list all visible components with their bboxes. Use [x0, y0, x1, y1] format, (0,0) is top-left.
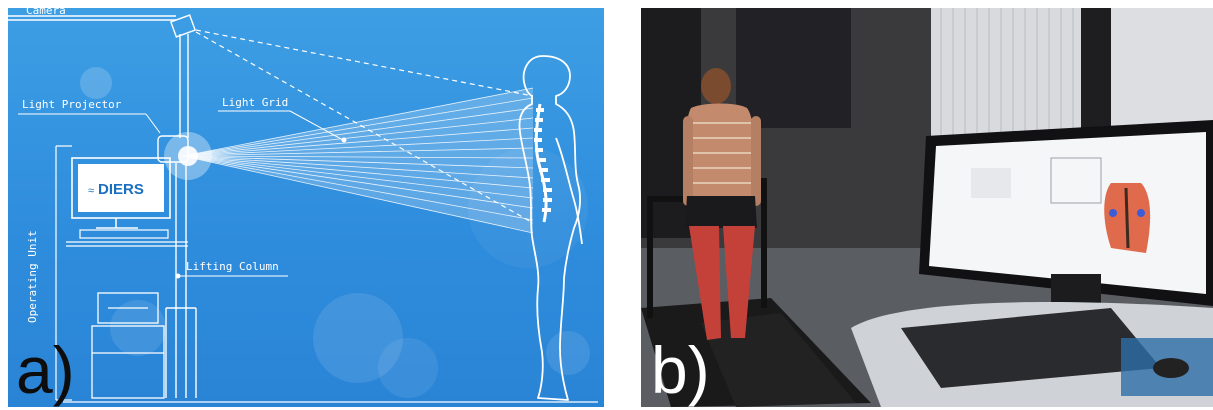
bokeh-circle — [80, 67, 112, 99]
heatmap-spot — [1137, 209, 1145, 217]
window-blinds-right — [1111, 8, 1213, 128]
light-projector-label: Light Projector — [22, 98, 122, 111]
lifting-column-label: Lifting Column — [186, 260, 279, 273]
schematic-panel: Camera — [8, 8, 604, 407]
spine-line — [1126, 188, 1128, 248]
heatmap-spot — [1109, 209, 1117, 217]
camera-label: Camera — [26, 8, 66, 17]
bokeh-circle — [546, 331, 590, 375]
operating-unit-label: Operating Unit — [26, 230, 39, 323]
bokeh-circle — [378, 338, 438, 398]
light-grid-label: Light Grid — [222, 96, 288, 109]
window-pane — [736, 8, 851, 128]
light-grid-beam — [164, 88, 533, 233]
panel-b-label: b) — [651, 337, 710, 403]
light-grid-dot — [342, 138, 347, 143]
photo-panel: b) — [641, 8, 1213, 407]
mouse — [1153, 358, 1189, 378]
lifting-column-dot — [176, 274, 181, 279]
monitor-logo-mark: ≈ — [88, 185, 94, 197]
photo-scene — [641, 8, 1213, 407]
monitor: ≈ DIERS — [72, 158, 170, 228]
panel-a-label: a) — [16, 337, 75, 403]
keyboard — [66, 230, 188, 246]
schematic-drawing: Camera — [8, 8, 604, 407]
projector-leader — [146, 114, 160, 133]
monitor-logo: DIERS — [98, 181, 144, 198]
camera-sightline — [196, 30, 533, 96]
screen-panel — [971, 168, 1011, 198]
